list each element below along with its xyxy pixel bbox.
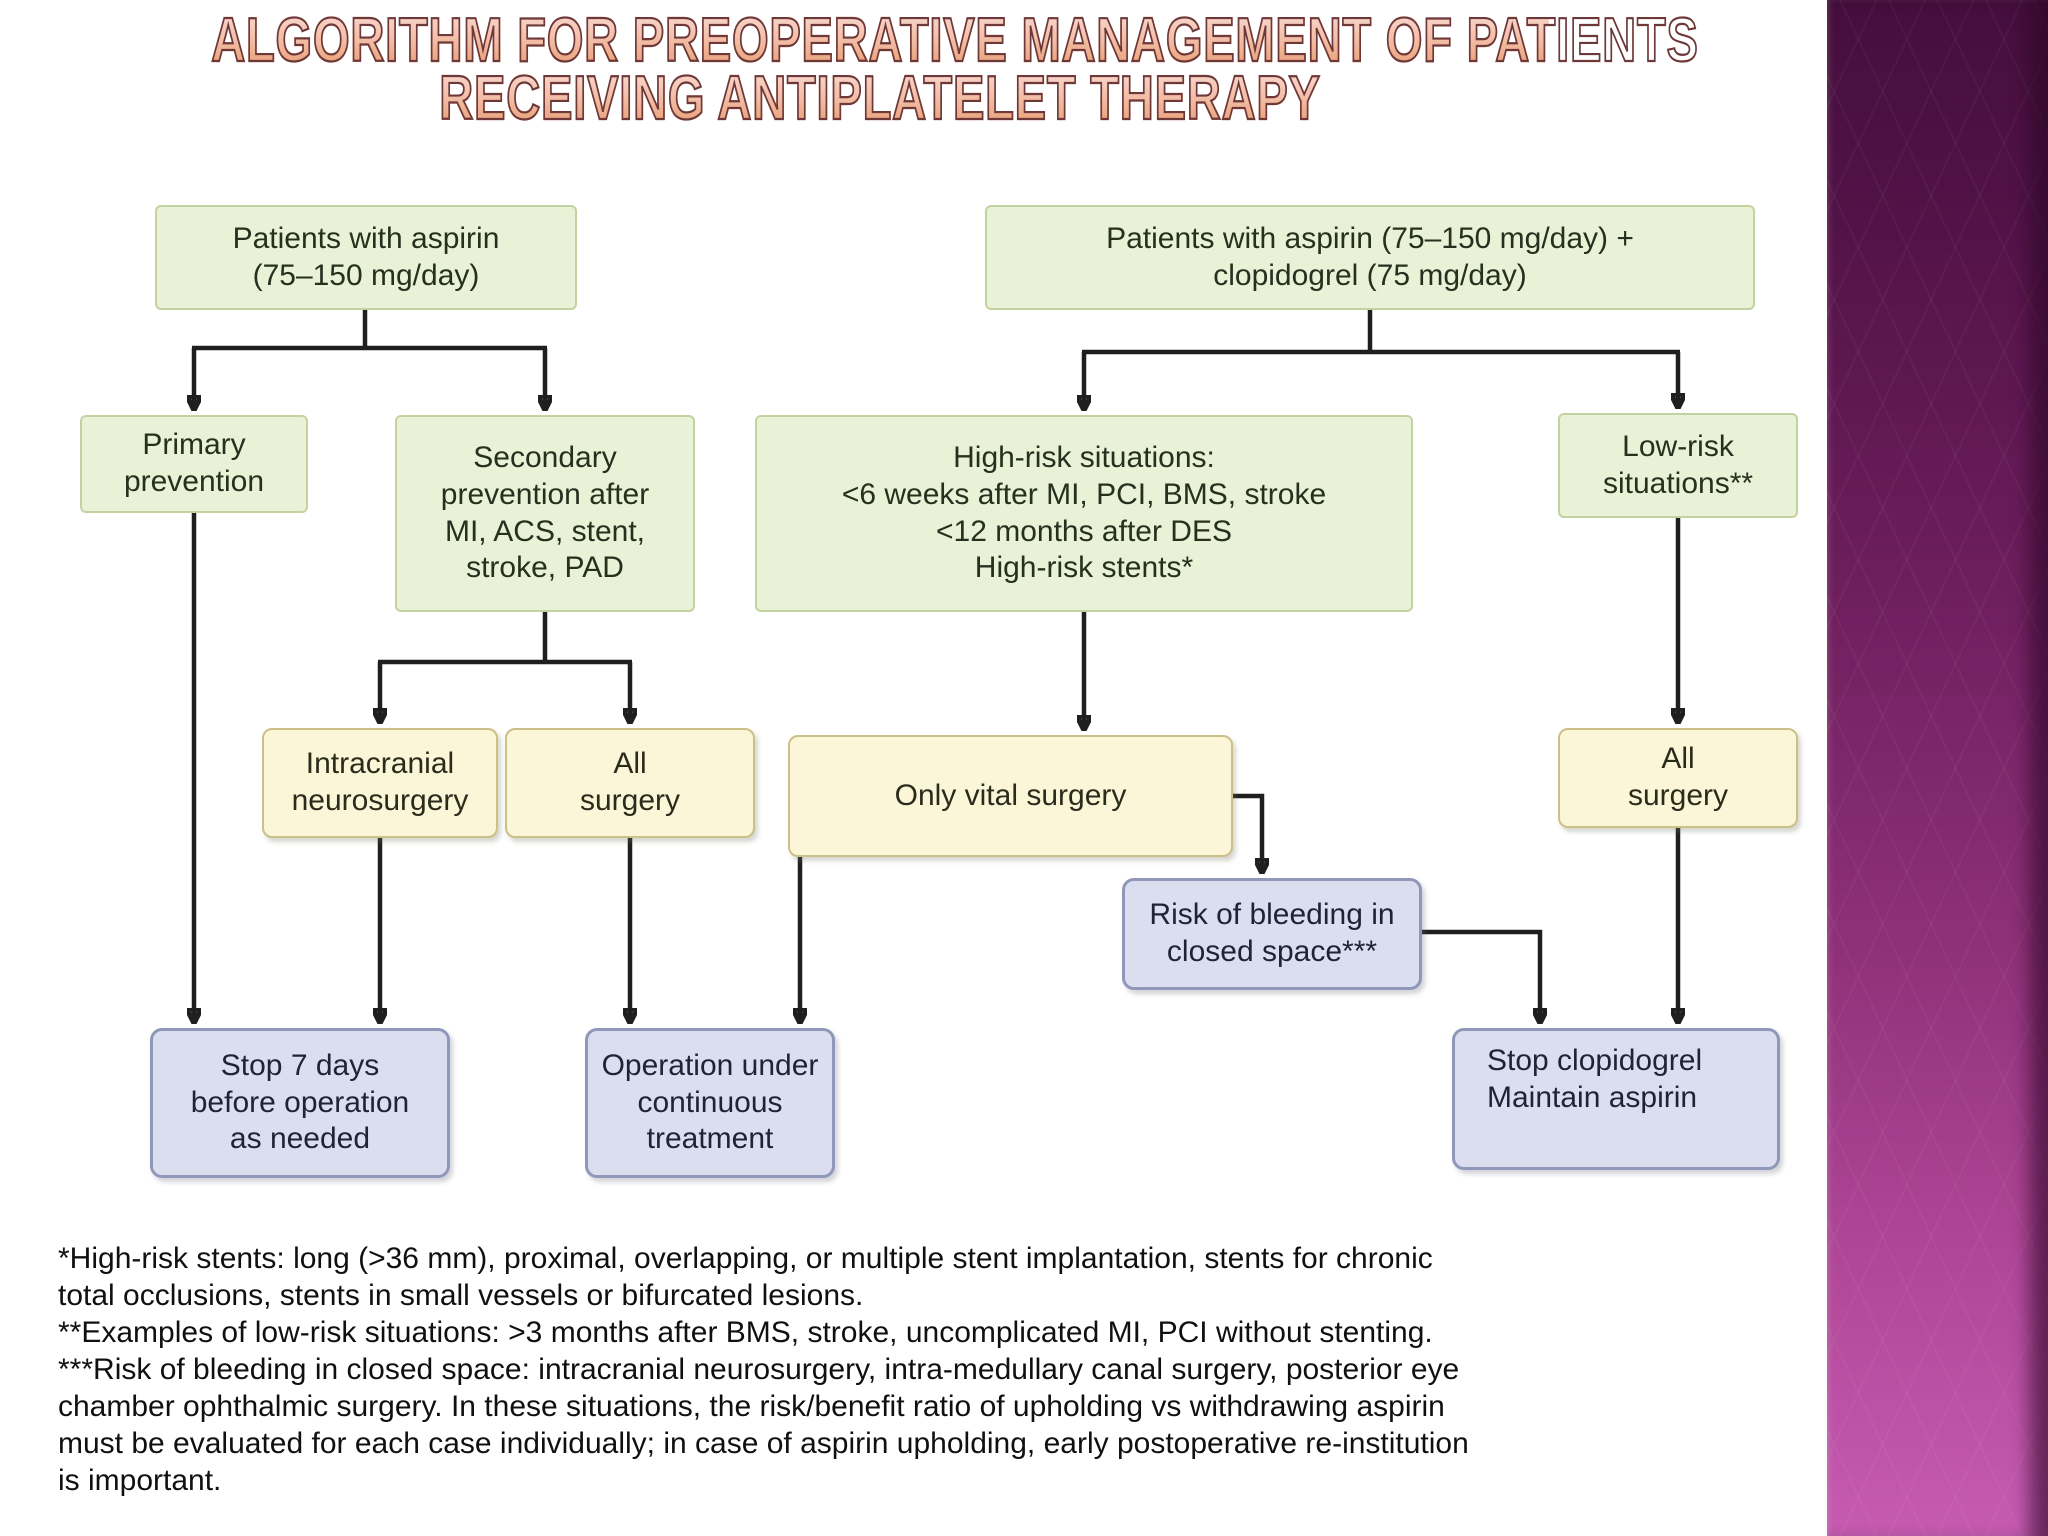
node-stop-7-days-label: Stop 7 days before operation as needed [190,1049,410,1156]
sidebar-decoration [1827,0,2048,1536]
node-all-surgery-left-label: All surgery [579,747,681,817]
node-all-surgery-right: All surgery [1558,728,1798,828]
node-stop-7-days: Stop 7 days before operation as needed [150,1028,450,1178]
slide-title-line-2: RECEIVING ANTIPLATELET THERAPY [211,66,1549,130]
footnotes: *High-risk stents: long (>36 mm), proxim… [58,1242,1469,1497]
node-patients-aspirin-label: Patients with aspirin (75–150 mg/day) [232,221,500,292]
node-only-vital-surgery: Only vital surgery [788,735,1233,857]
arrow-onlyvital-to-riskbleeding [1233,793,1262,872]
node-patients-aspirin: Patients with aspirin (75–150 mg/day) [155,205,577,310]
slide-title-line-1: ALGORITHM FOR PREOPERATIVE MANAGEMENT OF… [210,6,1699,75]
node-secondary-prevention-label: Secondary prevention after MI, ACS, sten… [440,441,650,585]
node-risk-of-bleeding: Risk of bleeding in closed space*** [1122,878,1422,990]
node-intracranial-neurosurgery-label: Intracranial neurosurgery [291,747,469,817]
node-low-risk-situations-label: Low-risk situations** [1602,429,1754,500]
node-primary-prevention-label: Primary prevention [123,428,265,498]
node-all-surgery-right-label: All surgery [1627,742,1729,812]
node-high-risk-situations: High-risk situations: <6 weeks after MI,… [755,415,1413,612]
node-patients-aspirin-clopidogrel-label: Patients with aspirin (75–150 mg/day) + … [1106,221,1634,292]
node-operation-continuous-treatment: Operation under continuous treatment [585,1028,835,1178]
node-high-risk-situations-label: High-risk situations: <6 weeks after MI,… [841,441,1327,585]
node-risk-of-bleeding-label: Risk of bleeding in closed space*** [1149,898,1395,968]
node-stop-clopidogrel-label: Stop clopidogrel Maintain aspirin [1487,1044,1703,1114]
arrow-riskbleeding-to-stopclopidogrel [1422,929,1540,1022]
node-secondary-prevention: Secondary prevention after MI, ACS, sten… [395,415,695,612]
node-operation-continuous-treatment-label: Operation under continuous treatment [601,1049,819,1156]
node-primary-prevention: Primary prevention [80,415,308,513]
node-stop-clopidogrel: Stop clopidogrel Maintain aspirin [1452,1028,1780,1170]
node-only-vital-surgery-label: Only vital surgery [894,778,1127,812]
slide-title: ALGORITHM FOR PREOPERATIVE MANAGEMENT OF… [0,6,1760,130]
node-intracranial-neurosurgery: Intracranial neurosurgery [262,728,498,838]
node-all-surgery-left: All surgery [505,728,755,838]
node-low-risk-situations: Low-risk situations** [1558,413,1798,518]
node-patients-aspirin-clopidogrel: Patients with aspirin (75–150 mg/day) + … [985,205,1755,310]
